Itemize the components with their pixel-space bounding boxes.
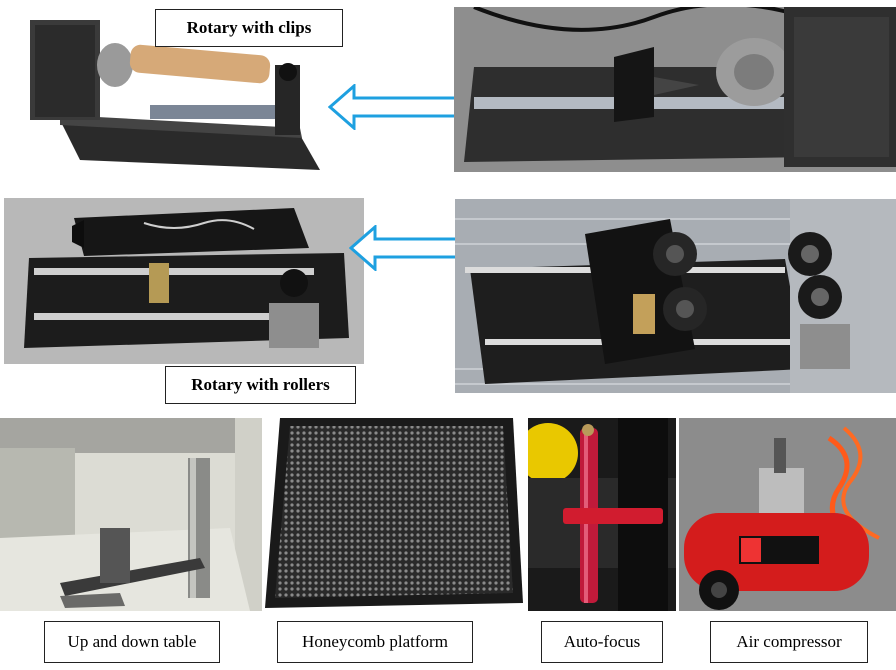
rotary-clips-closeup-photo xyxy=(454,7,896,172)
up-down-table-label: Up and down table xyxy=(44,621,220,663)
air-compressor-photo xyxy=(679,418,896,611)
honeycomb-photo xyxy=(265,418,525,611)
rotary-rollers-label: Rotary with rollers xyxy=(165,366,356,404)
up-down-table-photo xyxy=(0,418,262,611)
honeycomb-label: Honeycomb platform xyxy=(277,621,473,663)
rotary-clips-label: Rotary with clips xyxy=(155,9,343,47)
arrow-left-icon xyxy=(328,84,468,130)
auto-focus-label: Auto-focus xyxy=(541,621,663,663)
rotary-rollers-closeup-photo xyxy=(455,199,896,393)
air-compressor-label: Air compressor xyxy=(710,621,868,663)
rotary-rollers-photo xyxy=(4,198,364,364)
auto-focus-photo xyxy=(528,418,676,611)
